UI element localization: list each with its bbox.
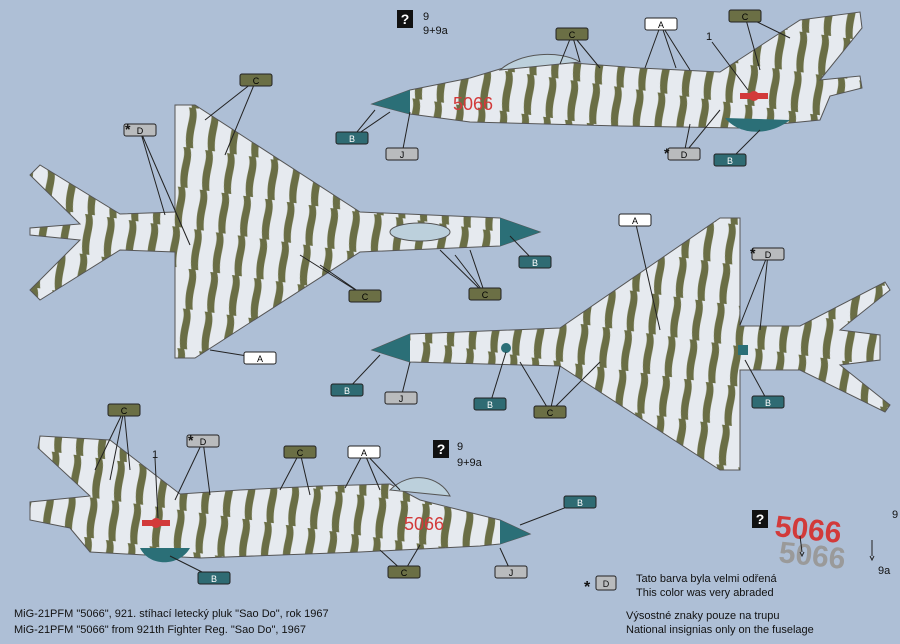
- ref-nine-bottom: 9: [457, 441, 463, 453]
- callout-label-b: B: [765, 398, 771, 408]
- aircraft-right-profile: [370, 11, 863, 132]
- serial-shadow: 5066: [777, 536, 847, 576]
- callout-label-j: J: [399, 394, 404, 404]
- legend-d-label: D: [603, 579, 610, 589]
- caption-czech: MiG-21PFM "5066", 921. stíhací letecký p…: [14, 608, 329, 620]
- callout-box-c: [348, 289, 382, 303]
- callout-label-d: D: [200, 437, 207, 447]
- legend-insignia-en: National insignias only on the fuselage: [626, 624, 814, 636]
- callout-label-c: C: [297, 448, 304, 458]
- serial-number-right: 5066: [453, 94, 493, 114]
- callout-box-b: [518, 255, 552, 269]
- callout-label-d: D: [137, 126, 144, 136]
- legend-abraded-en: This color was very abraded: [636, 587, 774, 599]
- callout-box-d: [186, 434, 220, 448]
- callout-box-j: [384, 391, 418, 405]
- aircraft-left-profile: [29, 435, 532, 563]
- callout-label-c: C: [121, 406, 128, 416]
- callout-label-d: D: [681, 150, 688, 160]
- callout-box-c: [555, 27, 589, 41]
- question-icon: ?: [756, 511, 765, 527]
- serial-large: 5066: [773, 510, 843, 550]
- callout-label-c: C: [547, 408, 554, 418]
- callout-box-j: [494, 565, 528, 579]
- callout-label-c: C: [742, 12, 749, 22]
- ref-nine-detail: 9: [892, 509, 898, 521]
- callout-label-a: A: [658, 20, 664, 30]
- callout-box-b: [713, 153, 747, 167]
- ref-nine-top: 9: [423, 11, 429, 23]
- callout-label-c: C: [569, 30, 576, 40]
- callout-box-c: [283, 445, 317, 459]
- star-marker: *: [750, 245, 756, 261]
- callout-label-c: C: [253, 76, 260, 86]
- star-marker: *: [584, 579, 591, 596]
- ref-nine-nine-a-bottom: 9+9a: [457, 457, 483, 469]
- callout-label-a: A: [361, 448, 367, 458]
- serial-number-left: 5066: [404, 514, 444, 534]
- marker-one-bottom: 1: [152, 449, 158, 461]
- callout-label-c: C: [362, 292, 369, 302]
- marker-one-top: 1: [706, 31, 712, 43]
- callout-label-b: B: [344, 386, 350, 396]
- callout-label-b: B: [727, 156, 733, 166]
- callout-label-j: J: [400, 150, 405, 160]
- serial-detail: ? 5066 5066 9 9a: [752, 509, 898, 577]
- callout-box-c: [728, 9, 762, 23]
- callout-box-c: [387, 565, 421, 579]
- callout-box-a: [644, 17, 678, 31]
- callout-label-j: J: [509, 568, 514, 578]
- aircraft-top-view: [29, 104, 542, 359]
- callout-label-b: B: [349, 134, 355, 144]
- callout-box-d: [667, 147, 701, 161]
- callout-box-j: [385, 147, 419, 161]
- callout-box-b: [563, 495, 597, 509]
- callout-label-c: C: [401, 568, 408, 578]
- star-marker: *: [188, 432, 194, 448]
- callout-labels: C A C B J D B C D B C C A A D B J B C B C D C A B B C J * * * *: [107, 9, 785, 585]
- callout-box-c: [239, 73, 273, 87]
- callout-label-b: B: [211, 574, 217, 584]
- callout-box-a: [618, 213, 652, 227]
- callout-box-c: [468, 287, 502, 301]
- callout-label-b: B: [532, 258, 538, 268]
- callout-box-b: [335, 131, 369, 145]
- star-marker: *: [125, 121, 131, 137]
- ref-nine-a-detail: 9a: [878, 565, 891, 577]
- callout-box-a: [243, 351, 277, 365]
- ref-nine-nine-a-top: 9+9a: [423, 25, 449, 37]
- callout-box-b: [751, 395, 785, 409]
- callout-label-a: A: [257, 354, 263, 364]
- callout-box-a: [347, 445, 381, 459]
- callout-label-b: B: [487, 400, 493, 410]
- callout-label-d: D: [765, 250, 772, 260]
- legend-abraded-cz: Tato barva byla velmi odřená: [636, 573, 777, 585]
- callout-box-d: [751, 247, 785, 261]
- caption-english: MiG-21PFM "5066" from 921th Fighter Reg.…: [14, 624, 306, 636]
- legend-abraded: * D: [584, 575, 617, 596]
- reference-marker-bottom: ? 9 9+9a: [433, 440, 483, 469]
- callout-label-b: B: [577, 498, 583, 508]
- callout-label-c: C: [482, 290, 489, 300]
- question-icon: ?: [437, 441, 446, 457]
- reference-marker-top: ? 9 9+9a: [397, 10, 449, 37]
- callout-box-b: [330, 383, 364, 397]
- aircraft-bottom-view: [370, 217, 891, 471]
- callout-box-d: [123, 123, 157, 137]
- callout-box-b: [197, 571, 231, 585]
- callout-box-b: [473, 397, 507, 411]
- callout-label-a: A: [632, 216, 638, 226]
- callout-box-c: [107, 403, 141, 417]
- callout-box-c: [533, 405, 567, 419]
- question-icon: ?: [401, 11, 410, 27]
- legend-insignia-cz: Výsostné znaky pouze na trupu: [626, 610, 780, 622]
- star-marker: *: [664, 145, 670, 161]
